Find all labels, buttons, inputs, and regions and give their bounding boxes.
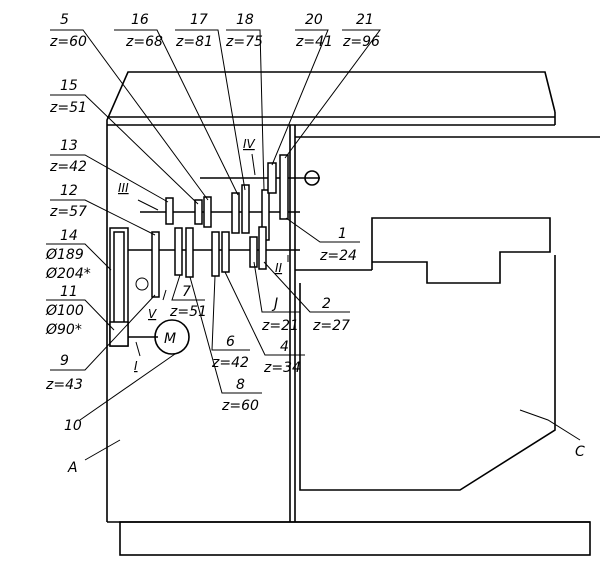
shaft-labels: III IV II V I — [118, 137, 289, 373]
label-2-num: 2 — [322, 296, 331, 312]
gear-15 — [194, 199, 203, 225]
label-13-z: z=42 — [49, 159, 87, 175]
gear-8 — [185, 227, 194, 278]
label-12-z: z=57 — [49, 204, 87, 220]
shaft-IV-label: IV — [243, 137, 256, 151]
label-20-z: z=41 — [295, 34, 333, 50]
machine-body — [106, 71, 600, 556]
label-6-num: 6 — [226, 334, 235, 350]
label-13-num: 13 — [60, 138, 78, 154]
label-14-num: 14 — [60, 228, 78, 244]
label-2-z: z=27 — [312, 318, 350, 334]
shaft-V-label: V — [148, 307, 157, 321]
gear-21 — [279, 154, 289, 220]
label-12-num: 12 — [60, 183, 78, 199]
label-14-d2: Ø204* — [45, 266, 91, 282]
label-1-z: z=24 — [319, 248, 357, 264]
label-18-num: 18 — [236, 12, 254, 28]
label-8-num: 8 — [236, 377, 245, 393]
label-8-z: z=60 — [221, 398, 259, 414]
motor-label: M — [164, 331, 176, 347]
label-3-z: z=21 — [261, 318, 299, 334]
label-21-z: z=96 — [342, 34, 380, 50]
shaft-II-label: II — [275, 261, 283, 275]
shaft-I-label: I — [134, 359, 138, 373]
label-5-num: 5 — [60, 12, 69, 28]
label-7-z: z=51 — [169, 304, 207, 320]
label-16-num: 16 — [131, 12, 149, 28]
gears: M — [109, 154, 289, 355]
label-11-d2: Ø90* — [45, 322, 82, 338]
label-4-z: z=34 — [263, 360, 301, 376]
label-part-C: C — [575, 444, 585, 460]
label-1-num: 1 — [338, 226, 347, 242]
gear-17 — [241, 184, 250, 234]
label-14-d1: Ø189 — [45, 247, 84, 263]
label-15-num: 15 — [60, 78, 78, 94]
gear-20 — [267, 162, 277, 194]
gear-2 — [258, 226, 267, 270]
label-17-z: z=81 — [175, 34, 213, 50]
gear-7 — [174, 227, 183, 276]
label-9-num: 9 — [60, 353, 69, 369]
gear-4 — [221, 231, 230, 273]
pump — [135, 277, 149, 291]
gear-labels: 5 z=60 16 z=68 17 z=81 18 z=75 20 z=41 2… — [45, 12, 585, 476]
label-18-z: z=75 — [225, 34, 263, 50]
label-20-num: 20 — [305, 12, 323, 28]
label-5-z: z=60 — [49, 34, 87, 50]
gear-6 — [211, 231, 220, 277]
label-11-num: 11 — [60, 284, 78, 300]
label-4-num: 4 — [280, 339, 289, 355]
gear-16 — [231, 192, 240, 234]
label-3-num: J — [271, 296, 278, 312]
label-16-z: z=68 — [125, 34, 163, 50]
label-10-num: 10 — [64, 418, 82, 434]
label-15-z: z=51 — [49, 100, 87, 116]
gear-5 — [203, 196, 212, 228]
motor-10 — [154, 319, 190, 355]
label-9-z: z=43 — [45, 377, 83, 393]
gear-3 — [249, 236, 258, 268]
label-17-num: 17 — [190, 12, 208, 28]
label-7-num: 7 — [182, 284, 191, 300]
label-6-z: z=42 — [211, 355, 249, 371]
label-21-num: 21 — [356, 12, 374, 28]
label-part-A: A — [67, 460, 78, 476]
gear-13 — [165, 197, 174, 225]
shaft-III-label: III — [118, 181, 129, 195]
label-11-d1: Ø100 — [45, 303, 84, 319]
gear-12 — [151, 231, 160, 298]
leader-lines — [46, 29, 581, 461]
